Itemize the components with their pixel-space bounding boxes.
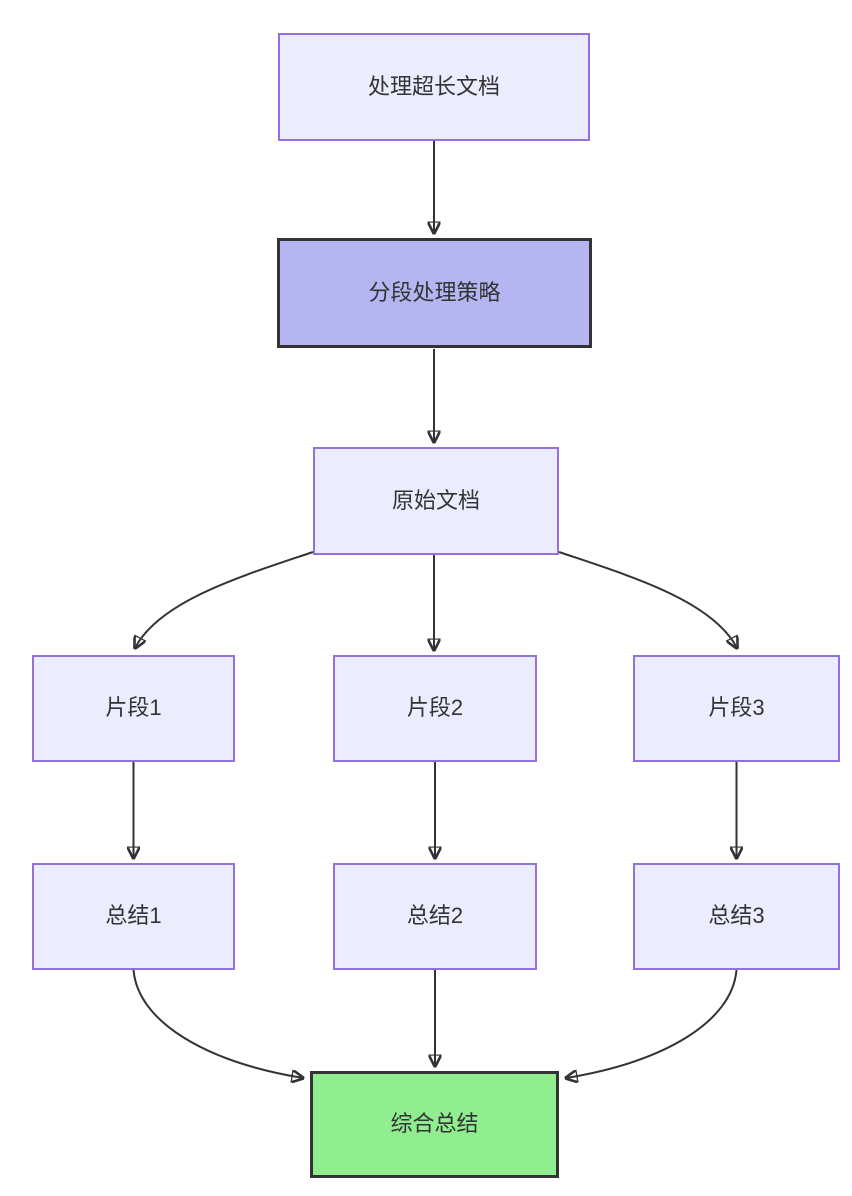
- node-label: 总结1: [105, 903, 162, 929]
- node-process-long-document: 处理超长文档: [278, 33, 590, 141]
- node-label: 片段1: [105, 695, 162, 721]
- node-label: 总结3: [708, 903, 765, 929]
- node-original-document: 原始文档: [313, 447, 559, 555]
- node-label: 综合总结: [390, 1111, 479, 1137]
- node-label: 片段2: [406, 695, 464, 721]
- node-label: 分段处理策略: [368, 279, 501, 305]
- node-segment-strategy: 分段处理策略: [277, 238, 592, 348]
- edge-original-to-seg1: [135, 551, 314, 648]
- node-segment-2: 片段2: [333, 655, 537, 762]
- node-summary-1: 总结1: [32, 863, 235, 970]
- node-summary-2: 总结2: [333, 863, 537, 970]
- node-segment-3: 片段3: [633, 655, 840, 762]
- node-combined-summary: 综合总结: [310, 1071, 559, 1178]
- node-segment-1: 片段1: [32, 655, 235, 762]
- edge-original-to-seg3: [558, 551, 737, 648]
- node-label: 原始文档: [391, 487, 480, 513]
- node-label: 总结2: [406, 903, 464, 929]
- node-label: 片段3: [708, 695, 765, 721]
- node-summary-3: 总结3: [633, 863, 840, 970]
- node-label: 处理超长文档: [367, 73, 500, 99]
- edge-sum3-to-final: [566, 969, 738, 1078]
- edge-sum1-to-final: [132, 969, 304, 1078]
